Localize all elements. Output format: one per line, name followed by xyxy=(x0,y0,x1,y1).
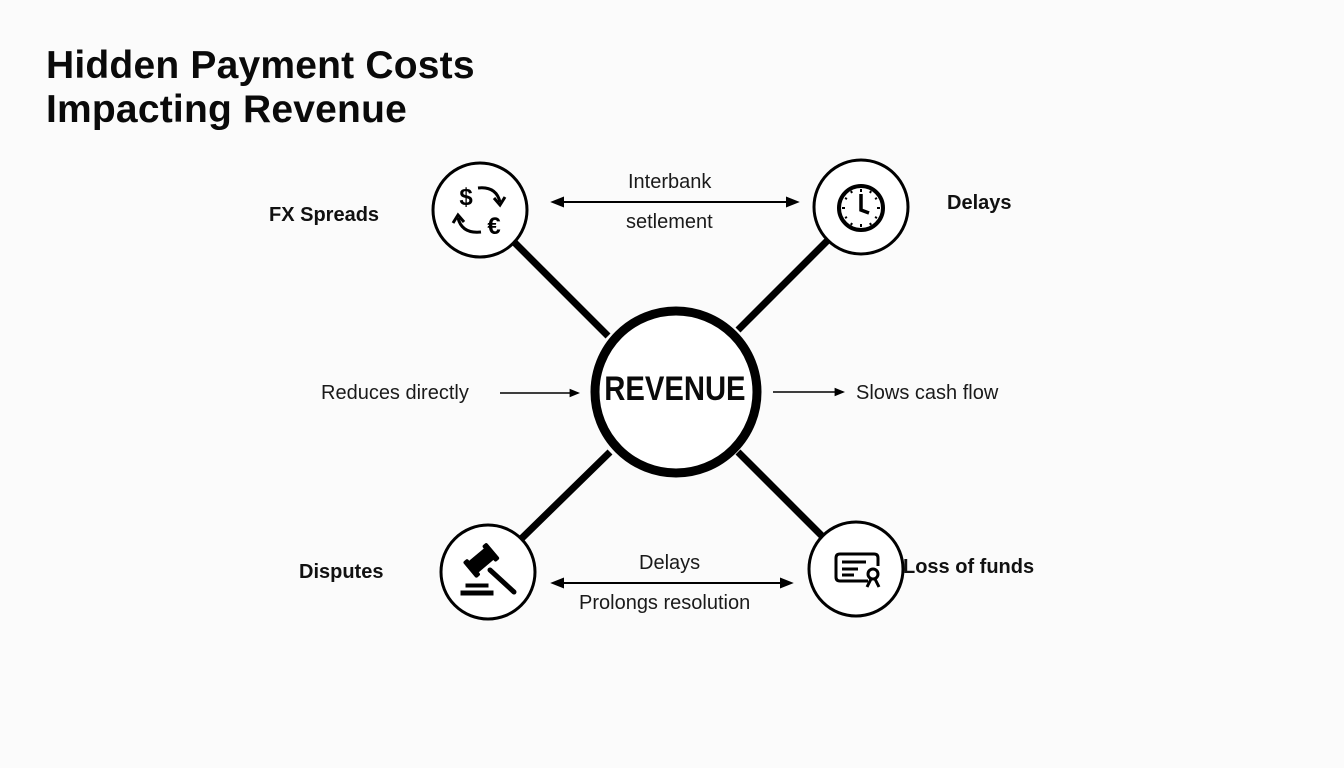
delays-label: Delays xyxy=(947,192,1012,214)
title-line-2: Impacting Revenue xyxy=(46,88,407,131)
fx-spreads-label: FX Spreads xyxy=(269,204,380,226)
spoke-delays xyxy=(735,237,831,333)
spoke-lines xyxy=(512,237,831,543)
delays-node xyxy=(812,158,910,256)
gavel-icon xyxy=(460,543,517,596)
spoke-disputes xyxy=(517,449,613,543)
loss-of-funds-node xyxy=(807,520,905,618)
slows-cash-flow-label: Slows cash flow xyxy=(856,382,999,404)
page-title: Hidden Payment Costs Impacting Revenue xyxy=(46,44,475,132)
top-connector-above-label: Interbank xyxy=(628,171,712,193)
revenue-circle xyxy=(590,306,762,478)
certificate-document-icon xyxy=(834,552,881,588)
bottom-connector-below-label: Prolongs resolution xyxy=(579,592,751,614)
spoke-fx xyxy=(512,240,611,339)
bottom-connector-above-label: Delays xyxy=(639,552,701,574)
disputes-node xyxy=(439,523,537,621)
svg-text:$: $ xyxy=(459,184,473,211)
title-line-1: Hidden Payment Costs xyxy=(46,44,475,87)
revenue-label: REVENUE xyxy=(604,370,746,408)
disputes-label: Disputes xyxy=(299,561,384,583)
top-connector-below-label: setlement xyxy=(626,211,713,233)
svg-text:€: € xyxy=(487,213,500,240)
reduces-directly-label: Reduces directly xyxy=(321,382,469,404)
loss-of-funds-label: Loss of funds xyxy=(903,556,1035,578)
clock-icon xyxy=(837,184,885,232)
spoke-loss xyxy=(735,449,829,543)
currency-exchange-icon: $ € xyxy=(451,184,507,240)
fx-spreads-node: $ € xyxy=(431,161,529,259)
